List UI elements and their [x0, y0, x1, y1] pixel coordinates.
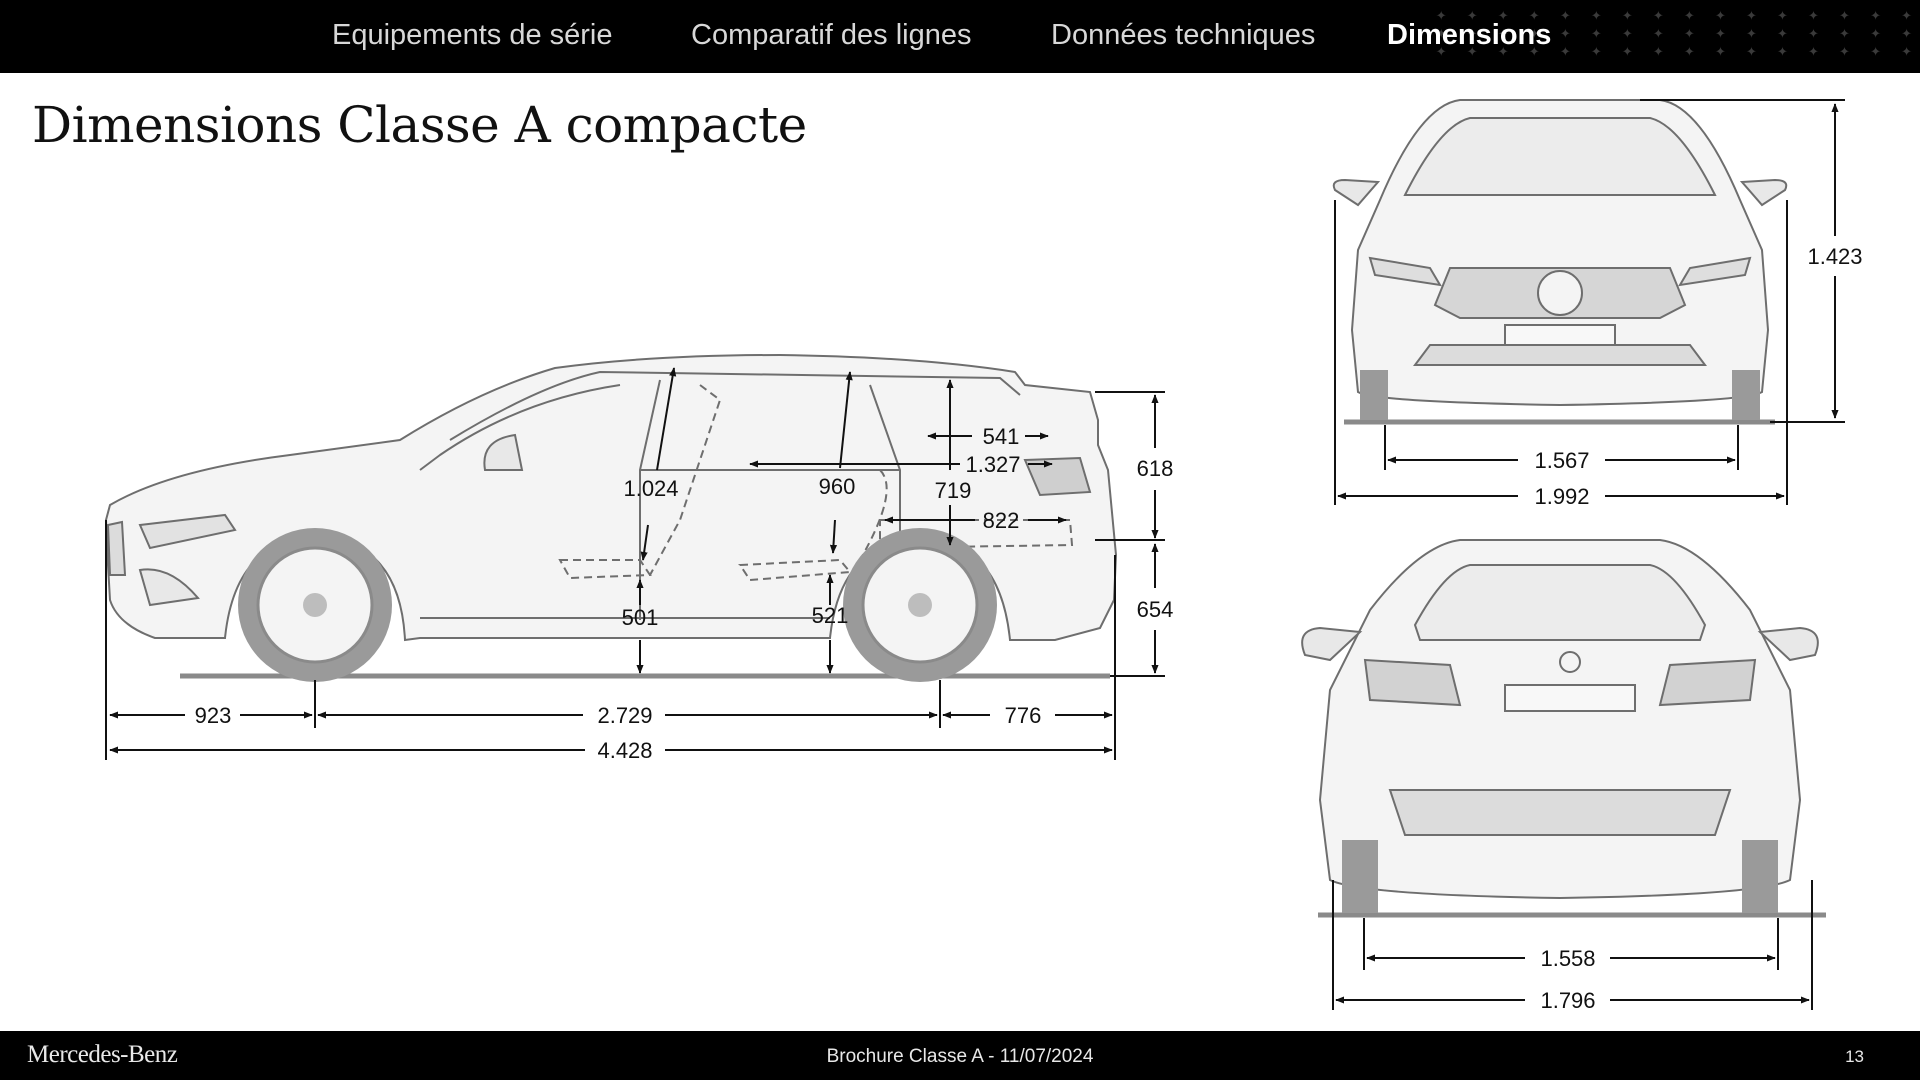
document-info: Brochure Classe A - 11/07/2024	[826, 1046, 1094, 1067]
rear-overhang-label: 776	[1005, 703, 1042, 728]
wheelbase-label: 2.729	[597, 703, 652, 728]
brand-logo-text: Mercedes-Benz	[27, 1041, 178, 1068]
rear-track-label: 1.558	[1540, 946, 1595, 971]
rear-view-car	[1301, 539, 1826, 918]
front-headroom-label: 1.024	[623, 476, 678, 501]
load-floor-length-label: 822	[983, 508, 1020, 533]
front-view-dimension-lines	[1334, 99, 1845, 505]
footer-bar: Mercedes-Benz Brochure Classe A - 11/07/…	[0, 1031, 1920, 1080]
front-view-car	[1332, 99, 1788, 425]
top-navigation-bar: ✦ ✦ ✦ ✦ ✦ ✦ ✦ ✦ ✦ ✦ ✦ ✦ ✦ ✦ ✦ ✦✦ ✦ ✦ ✦ ✦…	[0, 0, 1920, 73]
star-pattern-decoration: ✦ ✦ ✦ ✦ ✦ ✦ ✦ ✦ ✦ ✦ ✦ ✦ ✦ ✦ ✦ ✦✦ ✦ ✦ ✦ ✦…	[1435, 9, 1920, 60]
height-label: 1.423	[1807, 244, 1862, 269]
rear-view-dimension-labels: 1.558 1.796	[1540, 946, 1595, 1013]
overall-length-label: 4.428	[597, 738, 652, 763]
side-view-dimension-labels: 923 2.729 776 4.428 1.024 960 501 521 54…	[195, 424, 1174, 763]
tailgate-height-label: 618	[1137, 456, 1174, 481]
front-overhang-label: 923	[195, 703, 232, 728]
rear-seat-height-label: 521	[812, 603, 849, 628]
tab-comparatif-des-lignes[interactable]: Comparatif des lignes	[691, 19, 972, 51]
width-with-mirrors-label: 1.992	[1534, 484, 1589, 509]
front-seat-height-label: 501	[622, 605, 659, 630]
load-floor-upper-label: 541	[983, 424, 1020, 449]
tab-dimensions[interactable]: Dimensions	[1387, 19, 1552, 51]
front-view-dimension-labels: 1.423 1.567 1.992	[1534, 244, 1862, 509]
page-title: Dimensions Classe A compacte	[32, 96, 807, 154]
rear-view-dimension-lines	[1332, 880, 1813, 1010]
tab-donnees-techniques[interactable]: Données techniques	[1051, 19, 1316, 51]
loading-sill-height-label: 654	[1137, 597, 1174, 622]
front-track-label: 1.567	[1534, 448, 1589, 473]
side-view-wheels	[238, 528, 997, 682]
page-number: 13	[1845, 1047, 1864, 1066]
tab-equipements-de-serie[interactable]: Equipements de série	[332, 19, 613, 51]
trunk-height-label: 719	[935, 478, 972, 503]
load-length-label: 1.327	[965, 452, 1020, 477]
width-label: 1.796	[1540, 988, 1595, 1013]
side-view-dimension-lines	[105, 367, 1165, 760]
rear-headroom-label: 960	[819, 474, 856, 499]
